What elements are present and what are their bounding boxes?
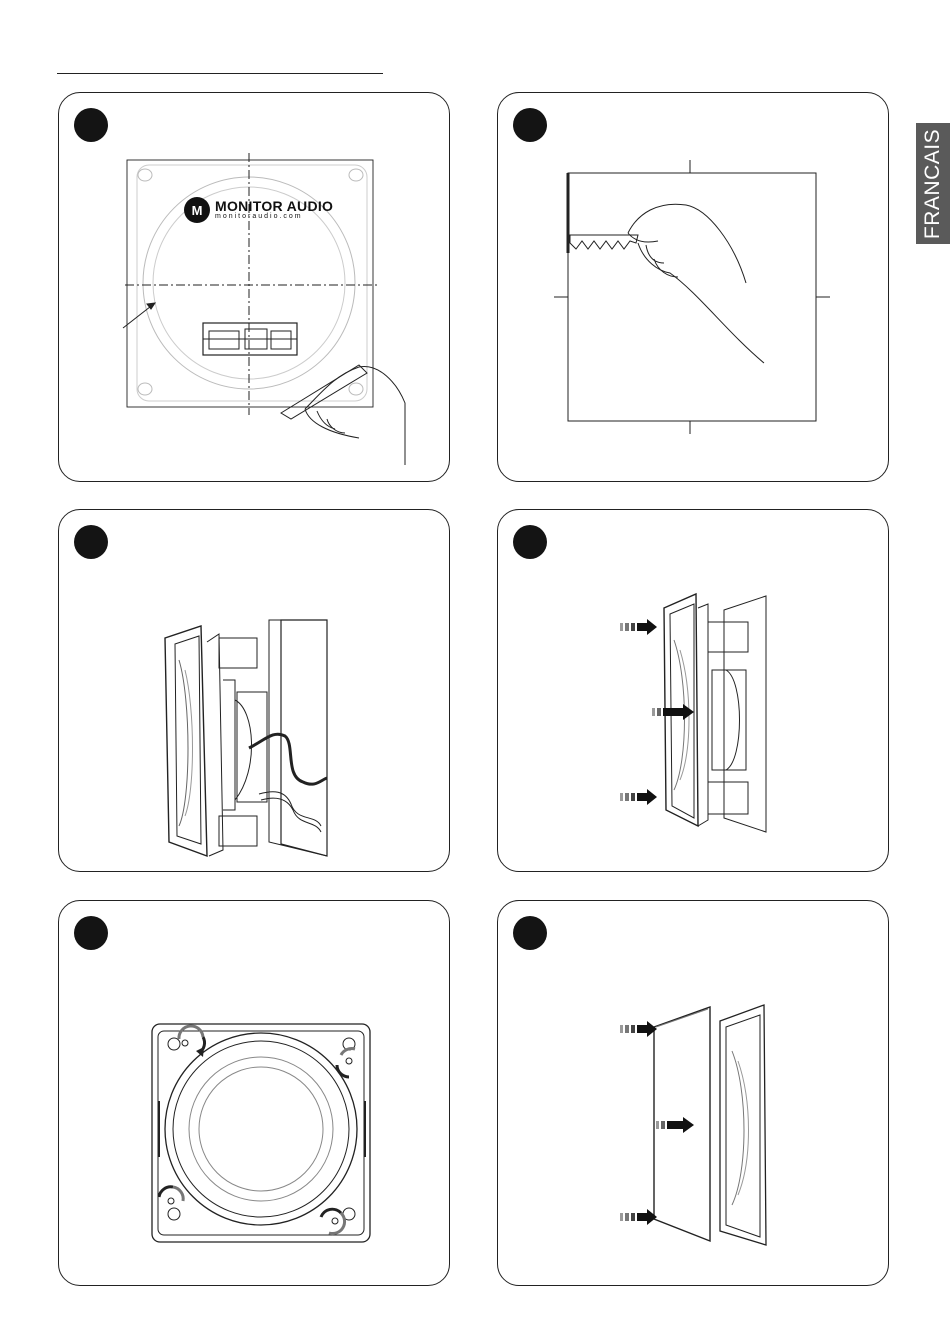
push-arrows: [620, 1021, 694, 1225]
step-panel-1: M MONITOR AUDIO monitoraudio.com: [58, 92, 450, 482]
step-panel-5: [58, 900, 450, 1286]
step-panel-4: [497, 509, 889, 872]
connecting-cable-illustration: [59, 510, 450, 872]
brand-mark-icon: M: [184, 197, 210, 223]
template-tracing-illustration: [59, 93, 450, 482]
fitting-grille-illustration: [498, 901, 889, 1286]
header-rule: [57, 73, 383, 74]
step-panel-6: [497, 900, 889, 1286]
brand-logo: M MONITOR AUDIO monitoraudio.com: [184, 197, 333, 223]
inserting-speaker-illustration: [498, 510, 889, 872]
language-tab[interactable]: FRANCAIS: [916, 123, 950, 244]
language-tab-label: FRANCAIS: [921, 128, 945, 238]
brand-name: MONITOR AUDIO: [215, 199, 333, 213]
brand-url: monitoraudio.com: [215, 213, 333, 221]
step-panel-2: [497, 92, 889, 482]
cutting-drywall-illustration: [498, 93, 889, 482]
push-arrows: [620, 619, 694, 805]
tightening-clamps-illustration: [59, 901, 450, 1286]
step-panel-3: [58, 509, 450, 872]
